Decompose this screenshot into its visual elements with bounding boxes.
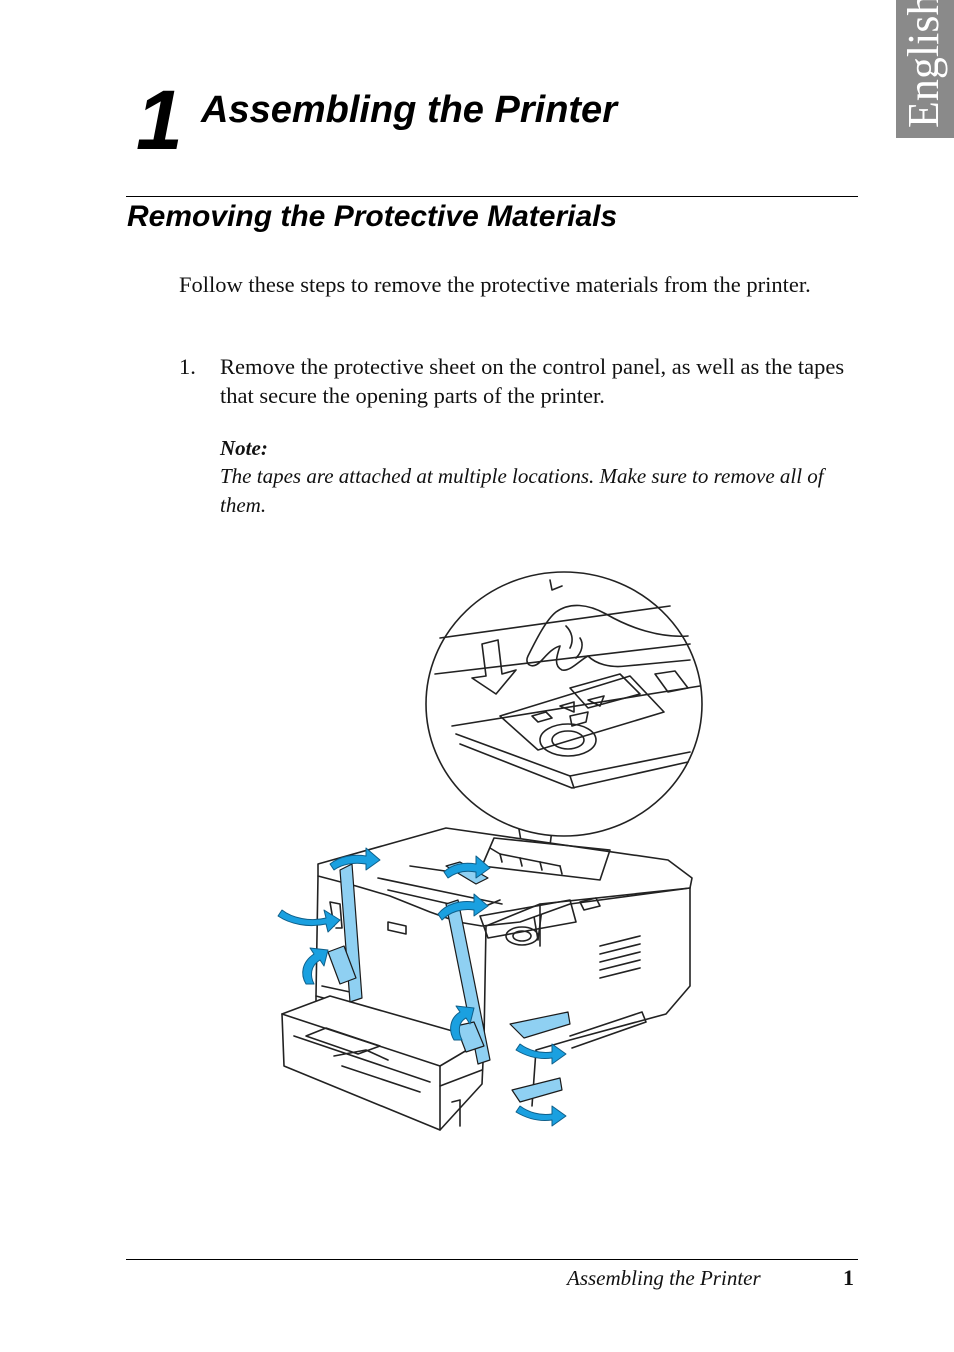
removal-arrow-icon — [515, 1105, 567, 1127]
footer-title: Assembling the Printer — [567, 1266, 761, 1290]
removal-arrow-icon — [450, 1005, 475, 1041]
removal-arrow-icon — [443, 855, 491, 879]
removal-arrow-icon — [437, 893, 489, 921]
tape-strip — [327, 945, 357, 985]
press-down-arrow-icon — [471, 639, 517, 695]
note-text: The tapes are attached at multiple locat… — [220, 464, 824, 517]
tape-strip — [455, 1021, 485, 1053]
magnified-control-panel — [425, 571, 703, 941]
printer-illustration — [277, 571, 703, 1131]
removal-arrow-icon — [277, 909, 341, 933]
control-panel-sheet — [499, 673, 665, 757]
section-title: Removing the Protective Materials — [127, 200, 618, 233]
removal-arrow-icon — [329, 847, 381, 871]
control-panel — [479, 899, 577, 939]
printer-body — [281, 827, 693, 1131]
page-number: 1 — [843, 1265, 854, 1290]
tape-strips — [327, 861, 571, 1103]
tape-strip — [511, 1077, 563, 1103]
removal-arrow-icon — [302, 947, 329, 985]
paper-tray — [281, 995, 485, 1131]
footer-divider — [126, 1259, 858, 1260]
protective-sheet — [499, 675, 665, 751]
chapter-number: 1 — [136, 73, 183, 167]
chapter-title: Assembling the Printer — [201, 89, 617, 131]
intro-paragraph: Follow these steps to remove the protect… — [179, 272, 811, 297]
removal-arrows — [277, 847, 567, 1127]
step-text: Remove the protective sheet on the contr… — [220, 354, 845, 408]
section-divider — [126, 196, 858, 197]
note-heading: Note: — [220, 436, 268, 460]
language-tab-label: English — [899, 0, 948, 128]
tape-strip — [509, 1011, 571, 1039]
removal-arrow-icon — [515, 1043, 567, 1065]
language-tab: English — [896, 0, 954, 138]
step-number: 1. — [179, 354, 196, 379]
